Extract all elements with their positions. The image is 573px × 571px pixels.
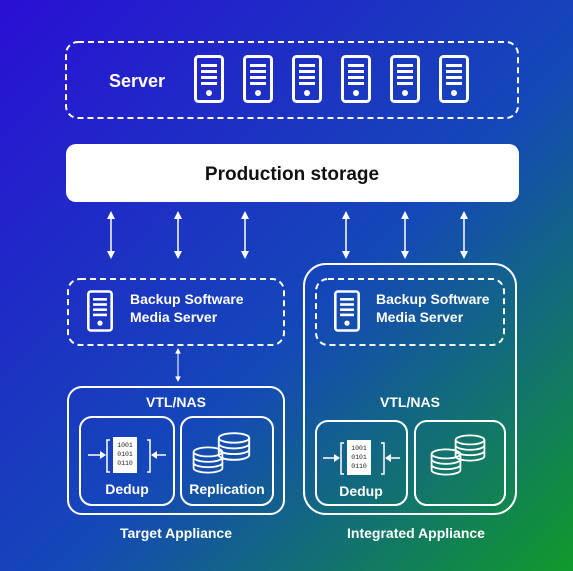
production-storage: Production storage bbox=[66, 144, 519, 202]
left-backup-line2: Media Server bbox=[130, 309, 218, 325]
right-dedup-label: Dedup bbox=[339, 483, 383, 499]
right-caption: Integrated Appliance bbox=[347, 525, 485, 541]
production-storage-label: Production storage bbox=[205, 164, 379, 185]
right-storage-box bbox=[414, 420, 506, 506]
right-backup-line2: Media Server bbox=[376, 309, 464, 325]
left-replication-box bbox=[180, 416, 274, 506]
left-replication-label: Replication bbox=[189, 481, 264, 497]
right-binary-line: 0110 bbox=[351, 463, 367, 470]
left-binary-line: 1001 bbox=[117, 442, 133, 449]
left-backup-line1: Backup Software bbox=[130, 291, 244, 307]
right-dedup-box bbox=[315, 420, 408, 506]
left-dedup-box bbox=[79, 416, 175, 506]
left-backup-media-server: Backup Software Media Server bbox=[67, 278, 285, 346]
server-group: Server bbox=[65, 41, 519, 119]
left-dedup-label: Dedup bbox=[105, 481, 149, 497]
left-caption: Target Appliance bbox=[120, 525, 232, 541]
left-vtl-box bbox=[67, 386, 285, 515]
left-target-appliance: VTL/NAS 1001 0101 0110 Dedup Replication… bbox=[67, 386, 285, 541]
left-backup-dashed-box bbox=[67, 278, 285, 346]
dedup-icon bbox=[323, 440, 400, 475]
left-binary-line: 0110 bbox=[117, 460, 133, 467]
right-vtl-label: VTL/NAS bbox=[380, 394, 440, 410]
left-vtl-label: VTL/NAS bbox=[146, 394, 206, 410]
right-backup-dashed-box bbox=[315, 278, 505, 346]
left-binary-line: 0101 bbox=[117, 451, 133, 458]
right-outer-box bbox=[303, 263, 517, 515]
right-integrated-appliance: Backup Software Media Server VTL/NAS 100… bbox=[303, 263, 517, 541]
dedup-icon bbox=[88, 437, 166, 473]
right-backup-line1: Backup Software bbox=[376, 291, 490, 307]
server-dashed-box bbox=[65, 41, 519, 119]
right-binary-line: 0101 bbox=[351, 454, 367, 461]
right-binary-line: 1001 bbox=[351, 445, 367, 452]
server-label: Server bbox=[109, 71, 165, 91]
production-storage-box bbox=[66, 144, 519, 202]
